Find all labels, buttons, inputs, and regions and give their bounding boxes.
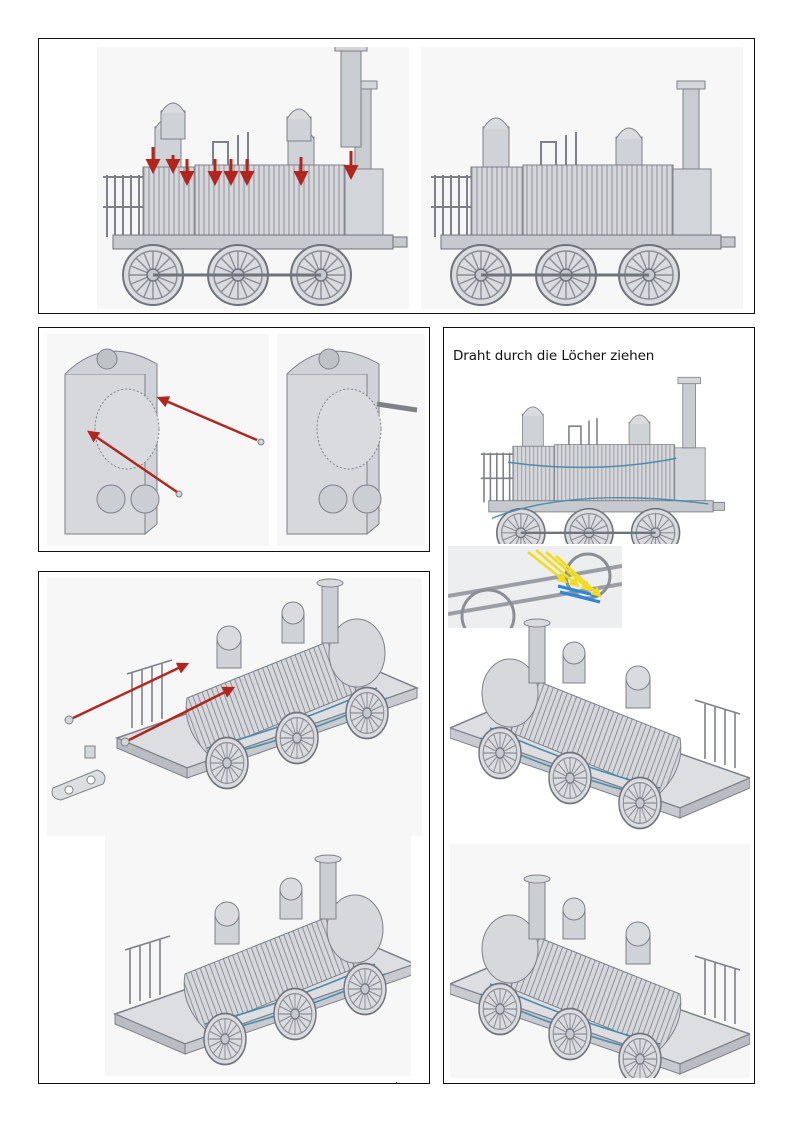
loco-side-wire-illustration [452, 334, 750, 544]
exploded-parts [160, 47, 368, 148]
loco-iso-assembled-illustration [105, 834, 411, 1076]
loco-iso-front-illustration [450, 598, 750, 836]
exploded-parts [51, 715, 130, 801]
panel-step-2 [38, 327, 430, 552]
panel-step-1 [38, 38, 755, 314]
red-arrow-icon [87, 396, 258, 493]
loco-iso-exploded-illustration [47, 578, 422, 836]
loco-side-exploded-illustration [97, 47, 409, 309]
red-arrow-icon [72, 662, 236, 742]
loco-side-assembled-illustration [421, 47, 743, 309]
panel-step-4 [38, 571, 430, 1084]
footer-mark: , [395, 1076, 398, 1086]
smokebox-assembled-illustration [277, 334, 425, 546]
step-caption: Draht durch die Löcher ziehen [453, 348, 655, 364]
loco-iso-rear-illustration [450, 844, 750, 1078]
yellow-arrow-icon [527, 549, 602, 598]
red-arrow-icon [145, 147, 359, 186]
panel-step-3: Draht durch die Löcher ziehen [443, 327, 755, 1084]
smokebox-exploded-illustration [47, 334, 269, 546]
wire-detail-inset [448, 546, 622, 628]
